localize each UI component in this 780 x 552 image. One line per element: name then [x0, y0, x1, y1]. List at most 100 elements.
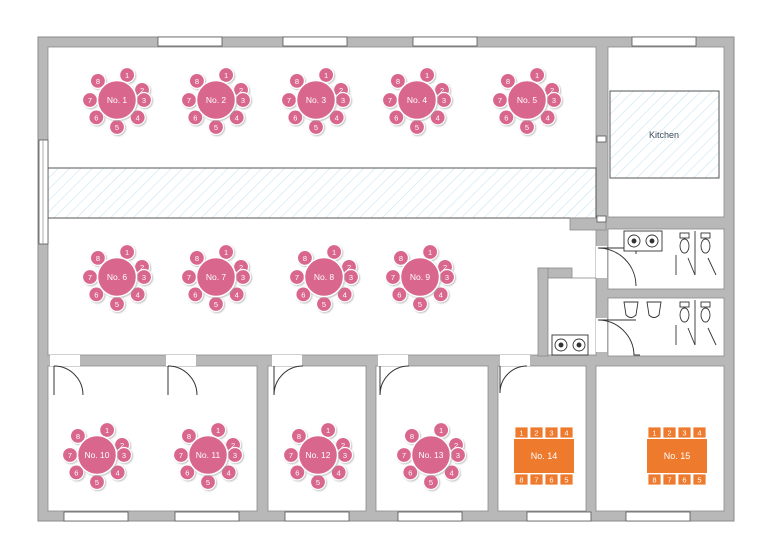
seat[interactable]: 7	[81, 268, 99, 286]
seat[interactable]: 7	[61, 446, 79, 464]
seat[interactable]: 5	[199, 473, 217, 491]
seat[interactable]: 3	[234, 268, 252, 286]
chair[interactable]: 6	[544, 473, 559, 486]
seat[interactable]: 1	[99, 421, 116, 439]
seat[interactable]: 5	[315, 295, 333, 313]
seat[interactable]: 8	[290, 427, 308, 445]
seat[interactable]: 6	[402, 464, 419, 481]
seat[interactable]: 7	[491, 91, 509, 109]
seat[interactable]: 8	[89, 249, 107, 267]
seat[interactable]: 6	[179, 464, 196, 481]
seat[interactable]: 1	[119, 66, 136, 84]
chair[interactable]: 4	[559, 426, 574, 439]
seat[interactable]: 1	[218, 243, 235, 261]
seat[interactable]: 4	[228, 109, 245, 126]
seat[interactable]: 7	[395, 446, 413, 464]
chair[interactable]: 7	[662, 473, 677, 486]
seat[interactable]: 3	[336, 446, 354, 464]
chair[interactable]: 4	[692, 426, 707, 439]
seat[interactable]: 5	[307, 118, 325, 136]
seat[interactable]: 1	[320, 421, 337, 439]
seat[interactable]: 7	[288, 268, 306, 286]
seat[interactable]: 5	[309, 473, 327, 491]
door[interactable]	[50, 355, 84, 396]
seat[interactable]: 7	[282, 446, 300, 464]
seat[interactable]: 5	[108, 295, 126, 313]
seat[interactable]: 3	[135, 268, 153, 286]
seat[interactable]: 6	[88, 109, 105, 126]
seat[interactable]: 1	[529, 66, 546, 84]
seat[interactable]: 1	[218, 66, 235, 84]
chair[interactable]: 6	[677, 473, 692, 486]
chair[interactable]: 5	[692, 473, 707, 486]
seat[interactable]: 8	[180, 427, 198, 445]
seat[interactable]: 1	[422, 243, 439, 261]
chair[interactable]: 7	[529, 473, 544, 486]
seat[interactable]: 5	[207, 118, 225, 136]
seat[interactable]: 3	[449, 446, 467, 464]
seat[interactable]: 8	[389, 72, 407, 90]
seat[interactable]: 4	[220, 464, 237, 481]
seat[interactable]: 4	[109, 464, 126, 481]
seat[interactable]: 5	[411, 295, 429, 313]
seat[interactable]: 1	[433, 421, 450, 439]
seat[interactable]: 8	[69, 427, 87, 445]
seat[interactable]: 6	[287, 109, 304, 126]
seat[interactable]: 5	[108, 118, 126, 136]
door[interactable]	[378, 355, 410, 396]
seat[interactable]: 4	[129, 286, 146, 303]
seat[interactable]: 8	[499, 72, 517, 90]
seat[interactable]: 7	[280, 91, 298, 109]
chair[interactable]: 2	[529, 426, 544, 439]
chair[interactable]: 3	[677, 426, 692, 439]
seat[interactable]: 1	[326, 243, 343, 261]
seat[interactable]: 7	[180, 268, 198, 286]
chair[interactable]: 2	[662, 426, 677, 439]
seat[interactable]: 7	[180, 91, 198, 109]
seat[interactable]: 8	[89, 72, 107, 90]
seat[interactable]: 4	[129, 109, 146, 126]
door[interactable]	[499, 355, 530, 394]
seat[interactable]: 8	[296, 249, 314, 267]
door[interactable]	[166, 355, 198, 396]
seat[interactable]: 3	[342, 268, 360, 286]
seat[interactable]: 3	[234, 91, 252, 109]
seat[interactable]: 4	[432, 286, 449, 303]
seat[interactable]: 1	[419, 66, 436, 84]
seat[interactable]: 1	[210, 421, 227, 439]
seat[interactable]: 6	[388, 109, 405, 126]
chair[interactable]: 3	[544, 426, 559, 439]
seat[interactable]: 1	[119, 243, 136, 261]
seat[interactable]: 7	[172, 446, 190, 464]
seat[interactable]: 3	[334, 91, 352, 109]
seat[interactable]: 3	[135, 91, 153, 109]
chair[interactable]: 8	[514, 473, 529, 486]
seat[interactable]: 6	[68, 464, 85, 481]
seat[interactable]: 3	[435, 91, 453, 109]
seat[interactable]: 4	[429, 109, 446, 126]
seat[interactable]: 7	[384, 268, 402, 286]
seat[interactable]: 6	[391, 286, 408, 303]
seat[interactable]: 4	[336, 286, 353, 303]
seat[interactable]: 8	[188, 249, 206, 267]
seat[interactable]: 5	[207, 295, 225, 313]
seat[interactable]: 6	[187, 286, 204, 303]
seat[interactable]: 3	[115, 446, 133, 464]
seat[interactable]: 8	[188, 72, 206, 90]
seat[interactable]: 6	[295, 286, 312, 303]
seat[interactable]: 5	[518, 118, 536, 136]
seat[interactable]: 6	[498, 109, 515, 126]
